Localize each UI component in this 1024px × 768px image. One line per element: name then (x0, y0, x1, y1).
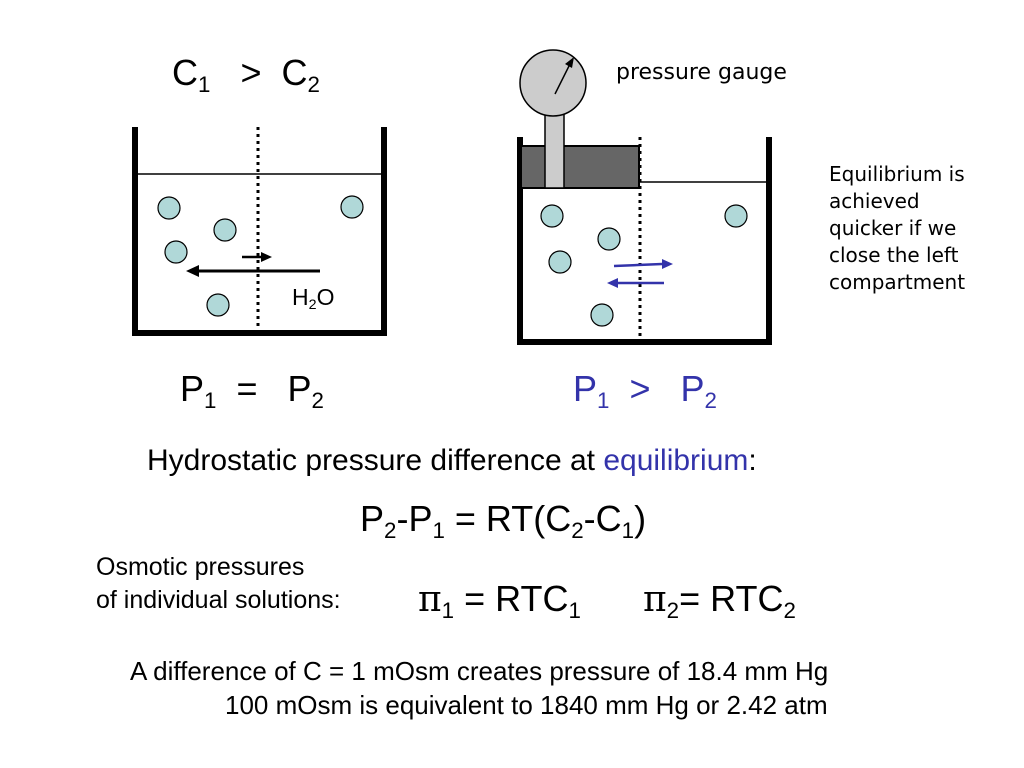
pi1-formula: π1 = RTC1 (418, 578, 581, 623)
osmotic-pressures-label: Osmotic pressures of individual solution… (96, 551, 341, 617)
osmotic-label-line-2: of individual solutions: (96, 586, 341, 614)
water-flow-left-arrow (186, 265, 320, 277)
right-beaker-walls (517, 137, 772, 345)
c2-subscript: 2 (307, 71, 320, 97)
c2-symbol: C (281, 52, 308, 93)
c1-subscript: 1 (198, 71, 211, 97)
left-beaker (132, 127, 387, 336)
osmotic-label-line-1: Osmotic pressures (96, 553, 305, 581)
c1-symbol: C (172, 52, 198, 93)
solute-particle (164, 240, 188, 264)
water-label: H2O (292, 284, 335, 314)
pressure-gauge-label: pressure gauge (616, 60, 787, 85)
equilibrium-note: Equilibrium is achieved quicker if we cl… (829, 162, 966, 294)
solute-particle (206, 293, 230, 317)
equilibrium-highlight: equilibrium (603, 444, 749, 477)
conversion-note-1: A difference of C = 1 mOsm creates press… (130, 656, 829, 686)
solute-particle (540, 204, 564, 228)
solute-particle (597, 227, 621, 251)
pi2-formula: π2= RTC2 (643, 578, 796, 623)
hydrostatic-heading: Hydrostatic pressure difference at equil… (147, 444, 757, 477)
equilibrium-left-arrow (607, 278, 664, 288)
solute-particle (590, 303, 614, 327)
right-beaker (517, 49, 772, 345)
solute-particle (340, 195, 364, 219)
water-flow-right-arrow (242, 252, 272, 262)
solute-particle (724, 204, 748, 228)
gauge-stem (544, 109, 565, 189)
right-pressure-relation: P1 > P2 (573, 368, 717, 413)
pressure-difference-formula: P2-P1 = RT(C2-C1) (360, 498, 647, 543)
left-beaker-walls (132, 127, 387, 336)
comparison-operator: > (240, 52, 262, 93)
equilibrium-right-arrow (613, 259, 673, 269)
conversion-note-2: 100 mOsm is equivalent to 1840 mm Hg or … (225, 690, 828, 720)
pressure-gauge-icon (519, 49, 587, 117)
left-pressure-relation: P1 = P2 (180, 368, 324, 413)
solute-particle (548, 250, 572, 274)
concentration-comparison: C1 > C2 (172, 52, 320, 97)
solute-particle (213, 218, 237, 242)
solute-particle (157, 196, 181, 220)
piston (520, 145, 640, 189)
